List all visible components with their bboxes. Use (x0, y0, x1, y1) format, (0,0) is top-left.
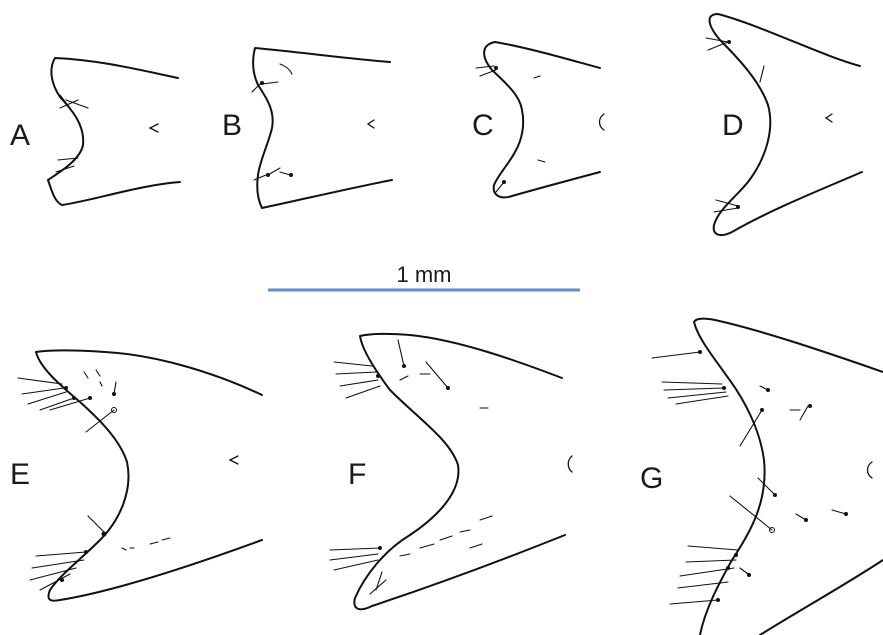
outline-g-lower (759, 559, 883, 635)
outline-e (35, 349, 263, 602)
anal-mark-f (567, 455, 573, 473)
panel-g: G (640, 317, 883, 635)
setae-e (17, 369, 171, 591)
panel-label-g: G (640, 462, 663, 495)
panel-label-b: B (222, 109, 242, 142)
outline-b (252, 47, 393, 209)
panel-label-a: A (10, 119, 30, 152)
outline-f (353, 332, 566, 611)
panel-f: F (329, 332, 573, 611)
setae-b (251, 63, 293, 181)
panel-b: B (222, 47, 393, 209)
outline-a (47, 57, 181, 206)
anal-mark-b (366, 119, 375, 129)
anal-mark-g (866, 461, 873, 479)
panel-a: A (10, 57, 181, 206)
outline-d (708, 13, 863, 237)
panel-label-e: E (10, 458, 30, 491)
anal-mark-d (824, 113, 833, 123)
panel-label-f: F (348, 458, 366, 491)
setae-g (651, 350, 848, 605)
setae-f (329, 339, 493, 595)
panel-label-c: C (472, 109, 494, 142)
anal-mark-a (148, 123, 159, 133)
panel-e: E (10, 349, 263, 602)
setae-a (55, 94, 89, 173)
setae-c (475, 65, 546, 193)
scale-bar: 1 mm (268, 262, 580, 292)
anal-mark-e (228, 455, 239, 465)
panel-label-d: D (722, 109, 744, 142)
panel-c: C (472, 41, 605, 199)
setae-d (705, 37, 765, 213)
panel-d: D (705, 13, 863, 237)
scale-bar-label: 1 mm (397, 262, 452, 287)
outline-g (693, 317, 883, 635)
outline-c (483, 41, 601, 199)
anal-mark-c (598, 113, 605, 131)
